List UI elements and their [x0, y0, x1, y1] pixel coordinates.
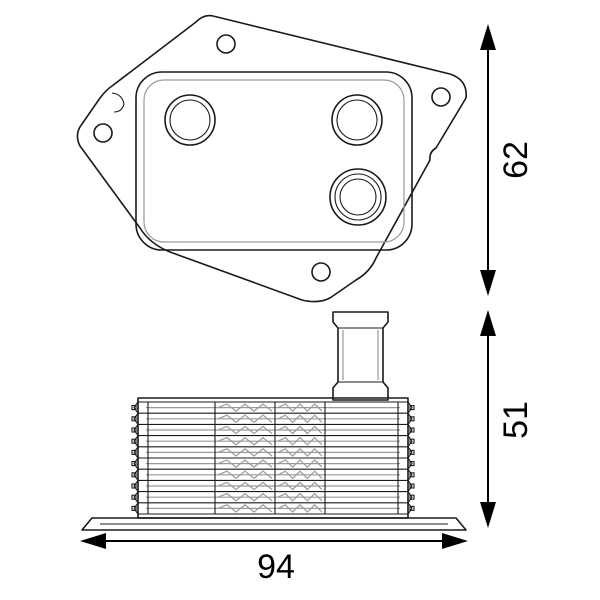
- flange-hole-left: [93, 123, 113, 143]
- dimension-height-top: 62: [480, 24, 535, 296]
- fin-edge-left: [133, 412, 139, 425]
- turbulator: [277, 503, 323, 513]
- fin-edge-right: [407, 502, 413, 515]
- dimension-height-side-label: 51: [497, 401, 535, 439]
- plate-tab: [131, 472, 137, 478]
- top-view: [76, 14, 467, 303]
- turbulator: [277, 447, 323, 457]
- plate-tab: [409, 461, 415, 467]
- plate-tab: [131, 505, 137, 511]
- turbulator: [217, 403, 273, 412]
- plate-tab: [131, 461, 137, 467]
- turbulator: [277, 459, 323, 469]
- dimension-width-label: 94: [257, 548, 295, 586]
- fin-edge-right: [407, 446, 413, 459]
- plate-tab: [409, 438, 415, 444]
- fin-edge-left: [133, 446, 139, 459]
- port-left-inner: [169, 99, 211, 141]
- turbulator: [217, 448, 273, 457]
- fin-edge-right: [407, 468, 413, 481]
- fin-edge-left: [133, 468, 139, 481]
- flange-hole-top: [216, 34, 236, 54]
- cooler-fins: [131, 401, 415, 515]
- plate-tab: [409, 494, 415, 500]
- plate-tab: [409, 405, 415, 411]
- turbulator: [217, 414, 273, 424]
- fin-edge-left: [133, 502, 139, 515]
- turbulator: [217, 470, 273, 480]
- base-plate: [81, 517, 467, 531]
- plate-tab: [131, 405, 137, 411]
- port-right-inner: [336, 99, 378, 141]
- turbulator: [217, 436, 273, 446]
- fin-edge-left: [133, 491, 139, 504]
- fin-edge-right: [407, 457, 413, 470]
- fin-edge-left: [133, 424, 139, 436]
- outlet-pipe: [332, 311, 389, 401]
- plate-tab: [409, 427, 415, 433]
- plate-tab: [131, 438, 137, 444]
- turbulator: [277, 481, 323, 491]
- plate-tab: [131, 449, 137, 455]
- turbulator: [217, 425, 273, 435]
- turbulator: [277, 492, 323, 502]
- dimension-height-side: 51: [480, 310, 535, 528]
- fin-edge-right: [407, 491, 413, 504]
- plate-tab: [131, 427, 137, 433]
- plate-tab: [409, 416, 415, 422]
- port-center-outer: [329, 168, 387, 226]
- dimension-width: 94: [80, 533, 468, 586]
- cooler-body-inner: [143, 79, 405, 243]
- fin-edge-left: [133, 401, 139, 414]
- fin-edge-right: [407, 435, 413, 448]
- turbulator: [277, 425, 323, 435]
- plate-tab: [409, 449, 415, 455]
- fin-edge-left: [133, 457, 139, 470]
- fin-edge-left: [133, 480, 139, 492]
- side-view: [81, 311, 467, 531]
- port-left-outer: [164, 94, 216, 146]
- plate-tab: [131, 483, 137, 489]
- cooler-body-outer: [135, 71, 413, 251]
- plate-tab: [131, 494, 137, 500]
- turbulator: [277, 436, 323, 446]
- turbulator: [277, 470, 323, 480]
- fin-edge-right: [407, 480, 413, 492]
- fin-edge-right: [407, 401, 413, 414]
- turbulator: [217, 504, 273, 513]
- turbulator: [217, 481, 273, 491]
- port-center-mid: [334, 173, 382, 221]
- dimension-height-top-label: 62: [497, 141, 535, 179]
- flange-hole-right: [431, 87, 451, 107]
- port-right-outer: [331, 94, 383, 146]
- turbulator: [217, 492, 273, 502]
- plate-tab: [409, 505, 415, 511]
- fin-edge-right: [407, 412, 413, 425]
- fin-edge-left: [133, 435, 139, 448]
- plate-tab: [131, 416, 137, 422]
- flange-hole-bottom: [311, 262, 331, 282]
- turbulator: [277, 403, 323, 413]
- plate-tab: [409, 472, 415, 478]
- fin-edge-right: [407, 424, 413, 436]
- plate-tab: [409, 483, 415, 489]
- port-center-inner: [339, 178, 377, 216]
- turbulator: [277, 414, 323, 424]
- flange-notch-left: [111, 92, 125, 113]
- turbulator: [217, 459, 273, 468]
- flange-outline: [76, 14, 467, 303]
